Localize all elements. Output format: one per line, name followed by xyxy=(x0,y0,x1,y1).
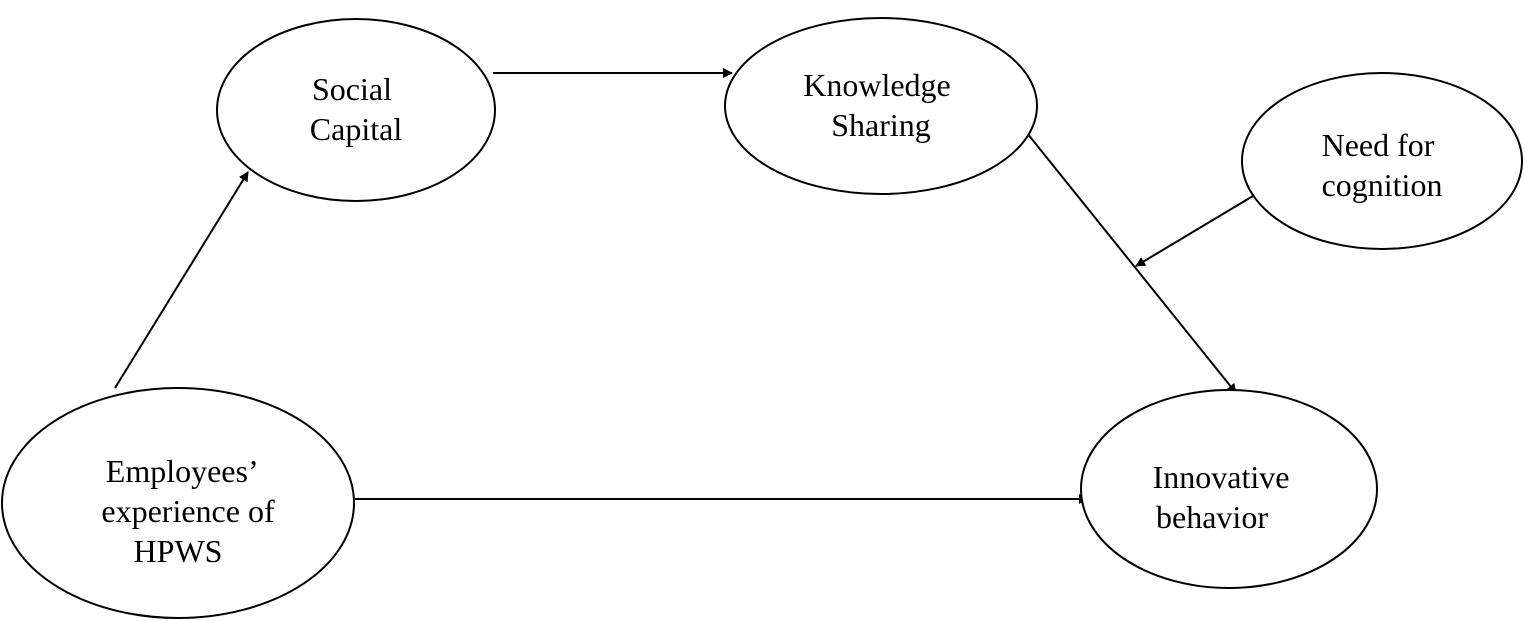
edge-need-for-cognition-moderation xyxy=(1135,195,1254,267)
node-social-capital: Social Capital xyxy=(216,18,496,202)
node-knowledge-sharing-ellipse xyxy=(724,17,1038,195)
edges xyxy=(114,68,1254,504)
node-need-for-cognition-label: Need for cognition xyxy=(1322,127,1443,203)
node-employees-hpws: Employees’ experience of HPWS xyxy=(1,387,355,619)
node-need-for-cognition-ellipse xyxy=(1241,72,1523,250)
node-employees-hpws-label: Employees’ experience of HPWS xyxy=(101,453,282,569)
edge-hpws-to-social-capital xyxy=(114,171,249,389)
node-knowledge-sharing: Knowledge Sharing xyxy=(724,17,1038,195)
node-social-capital-ellipse xyxy=(216,18,496,202)
edge-knowledge-sharing-to-innovative-behavior xyxy=(1026,132,1237,394)
node-innovative-behavior-label: Innovative behavior xyxy=(1153,459,1298,535)
node-innovative-behavior: Innovative behavior xyxy=(1080,389,1378,589)
node-need-for-cognition: Need for cognition xyxy=(1241,72,1523,250)
node-social-capital-label: Social Capital xyxy=(310,71,403,147)
node-employees-hpws-ellipse xyxy=(1,387,355,619)
node-knowledge-sharing-label: Knowledge Sharing xyxy=(803,67,959,143)
node-innovative-behavior-ellipse xyxy=(1080,389,1378,589)
